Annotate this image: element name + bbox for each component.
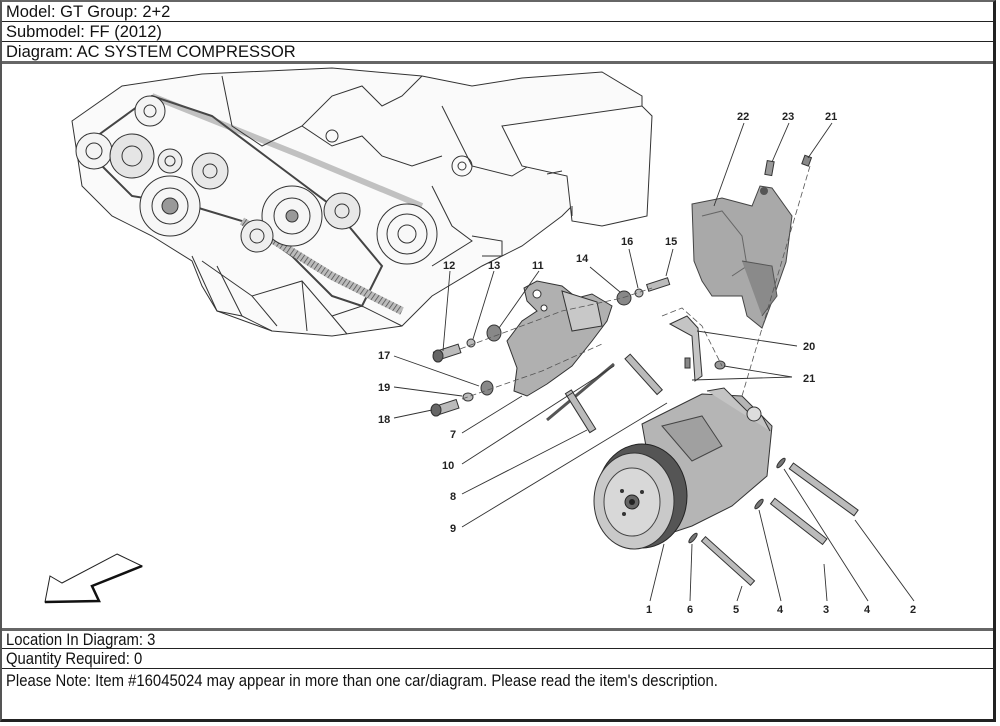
callout-4-left[interactable]: 4 — [777, 604, 784, 616]
engine-block-sketch — [71, 67, 653, 337]
fasteners — [430, 154, 859, 587]
callout-6[interactable]: 6 — [687, 604, 693, 616]
note-row: Please Note: Item #16045024 may appear i… — [2, 669, 993, 721]
callout-17[interactable]: 17 — [378, 350, 390, 362]
callout-22[interactable]: 22 — [737, 111, 749, 123]
diagram-title-text: Diagram: AC SYSTEM COMPRESSOR — [6, 43, 296, 61]
model-row: Model: GT Group: 2+2 — [2, 2, 993, 22]
heat-shield-part-22 — [691, 185, 793, 329]
compressor-bracket-part-7 — [506, 280, 613, 397]
callout-1[interactable]: 1 — [646, 604, 652, 616]
diagram-drawing: 22 23 21 12 13 11 14 16 15 17 19 18 20 2… — [44, 67, 916, 616]
ac-compressor-part-1 — [593, 387, 773, 550]
callout-18[interactable]: 18 — [378, 414, 390, 426]
model-text: Model: GT Group: 2+2 — [6, 3, 171, 21]
callout-21-right[interactable]: 21 — [803, 373, 815, 385]
callout-7[interactable]: 7 — [450, 429, 456, 441]
callout-10[interactable]: 10 — [442, 460, 454, 472]
callout-11[interactable]: 11 — [532, 260, 544, 272]
quantity-row: Quantity Required: 0 — [2, 649, 993, 669]
assembly-guide-lines — [459, 165, 811, 400]
submodel-text: Submodel: FF (2012) — [6, 23, 162, 41]
note-text: Please Note: Item #16045024 may appear i… — [6, 672, 718, 690]
submodel-row: Submodel: FF (2012) — [2, 22, 993, 42]
diagram-title-row: Diagram: AC SYSTEM COMPRESSOR — [2, 42, 993, 64]
callout-leader-lines — [393, 122, 915, 602]
callout-3[interactable]: 3 — [823, 604, 829, 616]
callout-4-right[interactable]: 4 — [864, 604, 871, 616]
arrow-down-left-icon — [44, 553, 144, 604]
quantity-text: Quantity Required: 0 — [6, 650, 143, 668]
callout-15[interactable]: 15 — [665, 236, 677, 248]
callout-numbers: 22 23 21 12 13 11 14 16 15 17 19 18 20 2… — [378, 111, 916, 616]
exploded-parts-diagram: 22 23 21 12 13 11 14 16 15 17 19 18 20 2… — [2, 66, 994, 626]
callout-19[interactable]: 19 — [378, 382, 390, 394]
callout-5[interactable]: 5 — [733, 604, 739, 616]
location-row: Location In Diagram: 3 — [2, 628, 993, 649]
location-text: Location In Diagram: 3 — [6, 631, 156, 649]
callout-16[interactable]: 16 — [621, 236, 633, 248]
callout-8[interactable]: 8 — [450, 491, 456, 503]
callout-2[interactable]: 2 — [910, 604, 916, 616]
callout-13[interactable]: 13 — [488, 260, 500, 272]
callout-14[interactable]: 14 — [576, 253, 589, 265]
callout-23[interactable]: 23 — [782, 111, 794, 123]
callout-12[interactable]: 12 — [443, 260, 455, 272]
callout-20[interactable]: 20 — [803, 341, 815, 353]
callout-9[interactable]: 9 — [450, 523, 456, 535]
callout-21-top[interactable]: 21 — [825, 111, 837, 123]
